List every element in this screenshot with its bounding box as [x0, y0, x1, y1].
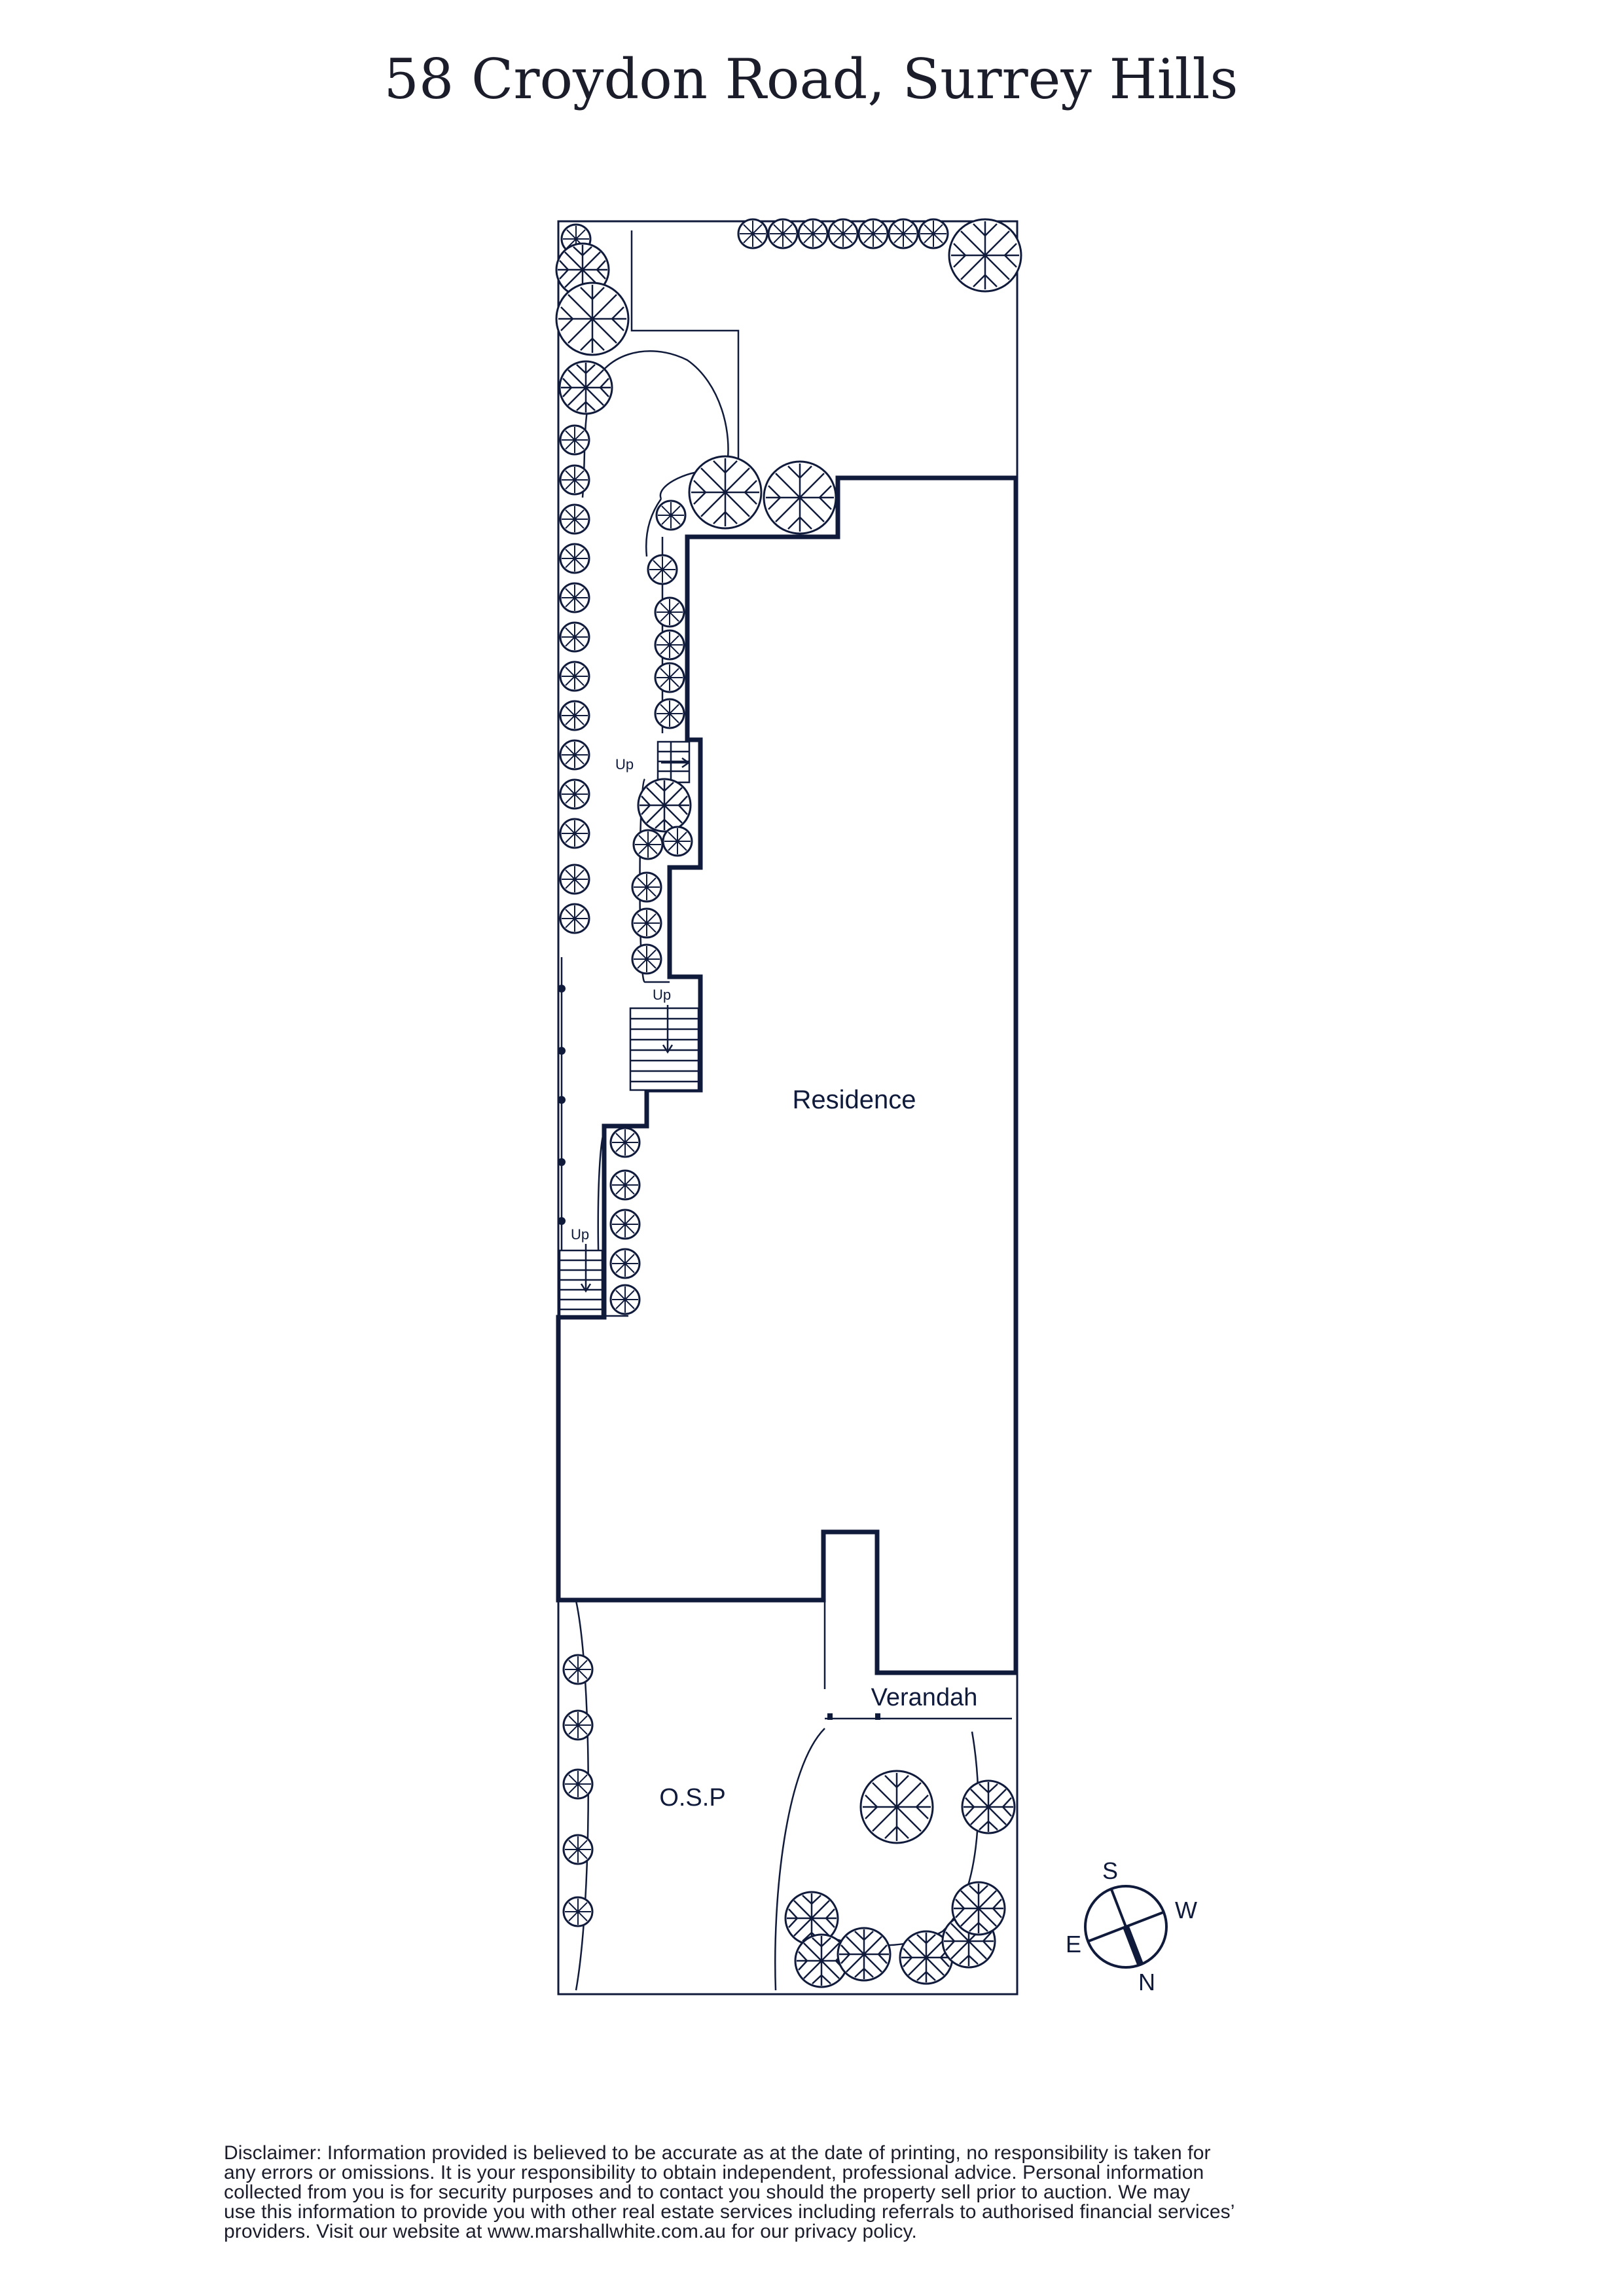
compass-east: E [1066, 1931, 1081, 1958]
disclaimer-line: Disclaimer: Information provided is beli… [224, 2142, 1211, 2164]
verandah-post [875, 1713, 880, 1720]
tree-icon [688, 455, 763, 530]
shrub-icon [559, 464, 590, 496]
tree-icon [948, 218, 1022, 293]
tree-icon [637, 778, 692, 833]
shrub-icon [797, 218, 829, 249]
disclaimer-line: providers. Visit our website at www.mars… [224, 2221, 917, 2242]
shrub-icon [609, 1284, 641, 1315]
shrub-icon [654, 662, 685, 693]
tree-icon [859, 1770, 934, 1844]
shrub-icon [609, 1169, 641, 1201]
tree-icon [555, 282, 630, 356]
shrub-icon [562, 1654, 594, 1685]
shrub-icon [631, 871, 662, 903]
disclaimer-line: use this information to provide you with… [224, 2201, 1235, 2223]
shrub-icon [559, 818, 590, 849]
compass-north: N [1138, 1969, 1155, 1995]
shrub-icon [654, 596, 685, 628]
shrub-icon [654, 698, 685, 729]
shrub-icon [827, 218, 859, 249]
verandah-post [827, 1713, 833, 1720]
verandah-label: Verandah [871, 1684, 978, 1711]
shrub-icon [562, 1768, 594, 1800]
tree-icon [763, 460, 837, 535]
shrub-icon [609, 1209, 641, 1240]
shrub-icon [559, 864, 590, 895]
shrub-icon [918, 218, 949, 249]
compass-icon: S W E N [1066, 1857, 1197, 1995]
shrub-icon [559, 739, 590, 771]
shrub-icon [559, 903, 590, 934]
disclaimer-line: collected from you is for security purpo… [224, 2181, 1191, 2203]
shrub-icon [559, 661, 590, 692]
shrub-icon [767, 218, 799, 249]
stairs-up-label: Up [653, 987, 671, 1003]
shrub-icon [857, 218, 889, 249]
stairs-up-label: Up [571, 1226, 589, 1243]
shrub-icon [631, 907, 662, 939]
shrub-icon [888, 218, 919, 249]
shrub-icon [562, 1896, 594, 1927]
shrub-icon [654, 629, 685, 661]
fence-posts [558, 985, 566, 1225]
shrub-icon [559, 424, 590, 456]
compass-west: W [1175, 1897, 1197, 1923]
shrub-icon [559, 503, 590, 535]
tree-icon [558, 360, 613, 415]
shrub-icon [631, 943, 662, 975]
stairs-lower [558, 1244, 604, 1317]
page-title: 58 Croydon Road, Surrey Hills [384, 47, 1238, 111]
shrub-icon [647, 554, 678, 585]
shrub-icon [655, 500, 687, 531]
shrub-icon [559, 582, 590, 613]
residence-label: Residence [792, 1085, 916, 1114]
tree-icon [837, 1927, 892, 1982]
shrub-icon [562, 1709, 594, 1741]
shrub-icon [559, 700, 590, 731]
shrub-icon [559, 621, 590, 653]
tree-icon [961, 1779, 1016, 1834]
stairs-middle [629, 1005, 700, 1091]
shrub-icon [559, 778, 590, 810]
compass-south: S [1102, 1857, 1118, 1884]
shrub-icon [737, 218, 768, 249]
stairs-upper [657, 740, 691, 784]
residence-outline [556, 475, 1018, 1675]
planting [555, 218, 1022, 1988]
shrub-icon [609, 1127, 641, 1158]
shrub-icon [609, 1248, 641, 1279]
shrub-icon [562, 1834, 594, 1865]
disclaimer-line: any errors or omissions. It is your resp… [224, 2162, 1204, 2183]
shrub-icon [632, 829, 664, 860]
shrub-icon [559, 543, 590, 574]
disclaimer: Disclaimer: Information provided is beli… [224, 2143, 1422, 2242]
shrub-icon [662, 826, 693, 857]
stairs-up-label: Up [615, 756, 634, 773]
tree-icon [951, 1881, 1006, 1936]
osp-label: O.S.P [659, 1784, 725, 1812]
